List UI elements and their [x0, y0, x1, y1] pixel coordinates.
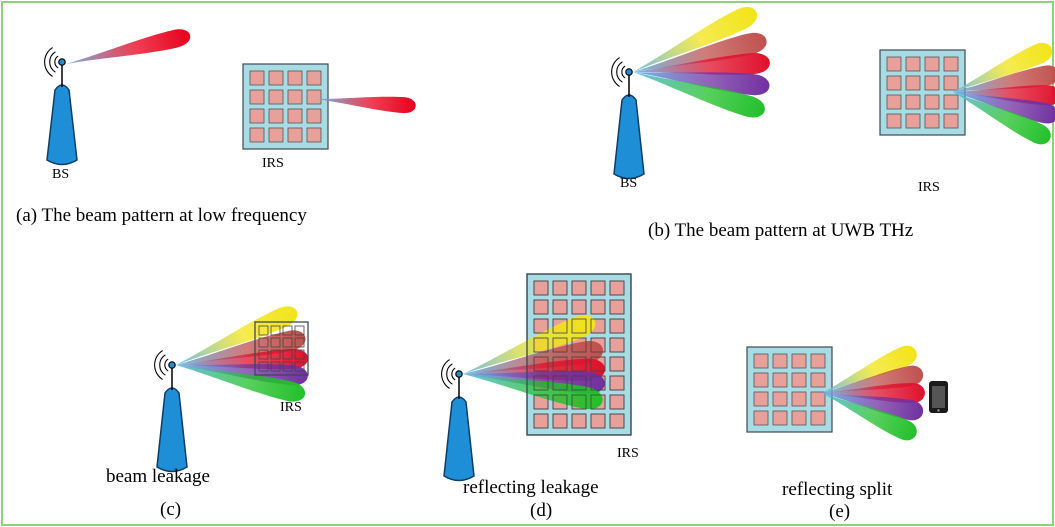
panel-c-bs-beam-brown [176, 330, 306, 365]
panel-b-irs-beam-crimson [953, 85, 1055, 106]
panel-b-irs-beam-purple [953, 92, 1055, 124]
panel-a-irs-beam [316, 96, 416, 114]
panel-d-caption: (d) [530, 500, 553, 521]
panel-e-title: reflecting split [782, 479, 893, 500]
panel-d-irs-overlay [526, 273, 632, 436]
panel-e-smartphone-icon [929, 381, 948, 413]
panel-c-irs-panel-icon [254, 321, 309, 376]
panel-a-base-station-icon [44, 47, 78, 166]
panel-d-irs-label: IRS [617, 446, 639, 461]
panel-b-bs-beam-green [633, 72, 765, 118]
panel-e-irs-beam-crimson [822, 383, 925, 403]
panel-e-irs-beam-green [822, 393, 917, 441]
panel-c-caption: (c) [160, 499, 182, 520]
panel-b-irs-beam-green [953, 92, 1051, 145]
panel-b-irs-beam-brown [953, 65, 1055, 92]
panel-b-base-station-icon [611, 57, 645, 180]
panel-b-bs-label: BS [620, 176, 638, 191]
panel-e-irs-beam-yellow [822, 345, 917, 393]
panel-a-bs-beam [66, 29, 191, 64]
panel-c-base-station-icon [154, 350, 188, 473]
panel-b-irs-label: IRS [918, 180, 940, 195]
panel-c-bs-beam-green [176, 365, 305, 402]
panel-d-base-station-icon [441, 359, 475, 482]
panel-b-irs-panel-icon [879, 49, 966, 136]
panel-a-irs-panel-icon [242, 63, 329, 150]
panel-d-title: reflecting leakage [463, 477, 599, 498]
panel-e-irs-panel-icon [746, 346, 833, 433]
panel-b-bs-beam-purple [633, 72, 770, 96]
panel-e-irs-beam-purple [822, 393, 924, 421]
panel-b-bs-beam-crimson [633, 53, 770, 75]
panel-a-irs-label: IRS [262, 156, 284, 171]
panel-b-bs-beam-yellow [633, 7, 757, 72]
panel-c-bs-beam-yellow [176, 306, 298, 365]
panel-b-irs-beam-yellow [953, 42, 1053, 92]
panel-c-title: beam leakage [106, 466, 210, 487]
panel-a-caption: (a) The beam pattern at low frequency [16, 205, 307, 226]
panel-c-irs-label: IRS [280, 400, 302, 415]
panel-b-caption: (b) The beam pattern at UWB THz [648, 220, 914, 241]
panel-a-bs-label: BS [52, 167, 70, 182]
panel-d-bs-beam-green [463, 374, 603, 410]
panel-d-bs-beam-yellow [463, 315, 596, 374]
panel-c-bs-beam-crimson [176, 348, 309, 370]
panel-e-caption: (e) [829, 501, 851, 522]
panel-b-bs-beam-brown [633, 32, 767, 72]
